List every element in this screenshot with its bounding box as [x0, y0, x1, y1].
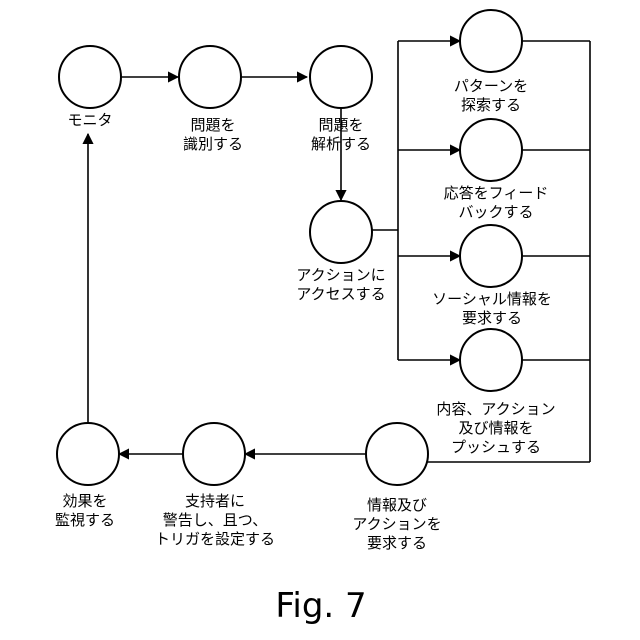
label-line: 要求する	[432, 309, 552, 328]
label-line: 応答をフィード	[444, 184, 549, 203]
label-access-action: アクションにアクセスする	[296, 266, 385, 304]
node-monitor-effect	[57, 423, 119, 485]
label-line: ソーシャル情報を	[432, 290, 552, 309]
label-line: トリガを設定する	[155, 530, 275, 549]
node-explore-pattern	[460, 10, 522, 72]
node-access-action	[310, 201, 372, 263]
label-line: 識別する	[183, 135, 243, 154]
node-analyze	[310, 46, 372, 108]
label-monitor-effect: 効果を監視する	[55, 492, 115, 530]
label-line: 解析する	[311, 135, 371, 154]
label-line: 監視する	[55, 511, 115, 530]
label-line: 情報及び	[352, 496, 441, 515]
label-line: 警告し、且つ、	[155, 511, 275, 530]
label-line: 支持者に	[155, 492, 275, 511]
label-line: 効果を	[55, 492, 115, 511]
label-line: パターンを	[454, 77, 528, 96]
label-line: 探索する	[454, 96, 528, 115]
node-alert-trigger	[183, 423, 245, 485]
label-push-content: 内容、アクション及び情報をプッシュする	[436, 400, 555, 457]
label-alert-trigger: 支持者に警告し、且つ、トリガを設定する	[155, 492, 275, 549]
node-request-info-action	[366, 423, 428, 485]
label-monitor: モニタ	[67, 111, 112, 130]
label-request-social: ソーシャル情報を要求する	[432, 290, 552, 328]
label-analyze: 問題を解析する	[311, 116, 371, 154]
label-explore-pattern: パターンを探索する	[454, 77, 528, 115]
node-feedback	[460, 119, 522, 181]
label-line: プッシュする	[436, 438, 555, 457]
label-feedback: 応答をフィードバックする	[444, 184, 549, 222]
node-request-social	[460, 225, 522, 287]
node-identify	[179, 46, 241, 108]
label-line: モニタ	[67, 111, 112, 130]
label-line: 及び情報を	[436, 419, 555, 438]
label-line: 要求する	[352, 534, 441, 553]
label-request-info-action: 情報及びアクションを要求する	[352, 496, 441, 553]
label-line: アクセスする	[296, 285, 385, 304]
node-monitor	[59, 46, 121, 108]
label-line: 内容、アクション	[436, 400, 555, 419]
label-line: アクションに	[296, 266, 385, 285]
label-line: 問題を	[183, 116, 243, 135]
label-line: 問題を	[311, 116, 371, 135]
label-identify: 問題を識別する	[183, 116, 243, 154]
label-line: バックする	[444, 203, 549, 222]
figure-label: Fig. 7	[256, 586, 386, 626]
node-push-content	[460, 329, 522, 391]
label-line: アクションを	[352, 515, 441, 534]
